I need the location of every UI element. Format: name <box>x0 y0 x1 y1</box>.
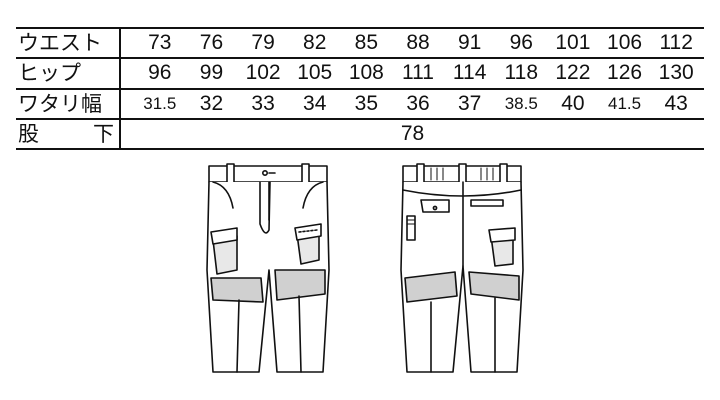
table-cell: 37 <box>457 92 482 115</box>
table-cell: 118 <box>504 61 538 84</box>
table-cell: 85 <box>354 31 379 54</box>
table-cell: 99 <box>199 61 224 84</box>
table-cell: 112 <box>659 31 693 54</box>
table-cell: 76 <box>199 31 224 54</box>
inseam-label-first: 股 <box>18 122 39 146</box>
table-divider <box>119 27 121 150</box>
table-rule <box>16 27 704 29</box>
table-cell: 108 <box>348 61 384 84</box>
table-cell: 106 <box>607 31 643 54</box>
table-cell: 130 <box>658 61 694 84</box>
row-label-inseam: 股 下 <box>18 119 114 149</box>
table-row-hip: ヒップ 96 99 102 105 108 111 114 118 122 12… <box>16 58 704 88</box>
table-row-inseam: 股 下 78 <box>16 119 704 149</box>
table-cell: 91 <box>457 31 482 54</box>
table-rule <box>16 118 704 120</box>
table-cell: 101 <box>555 31 591 54</box>
table-cell: 41.5 <box>607 94 642 113</box>
table-cell: 102 <box>245 61 281 84</box>
row-label-waist: ウエスト <box>18 31 102 55</box>
table-cell: 79 <box>251 31 275 54</box>
size-table: ウエスト 73 76 79 82 85 88 91 96 101 106 112… <box>16 27 704 150</box>
table-cell: 105 <box>297 61 333 84</box>
table-cell: 88 <box>406 31 430 54</box>
table-cell: 96 <box>509 31 533 54</box>
inseam-label-second: 下 <box>93 122 114 146</box>
table-cell: 40 <box>561 92 585 115</box>
table-rule <box>16 88 704 90</box>
table-cell: 114 <box>452 61 487 84</box>
table-row-waist: ウエスト 73 76 79 82 85 88 91 96 101 106 112 <box>16 28 704 58</box>
table-cell: 122 <box>555 61 591 84</box>
table-cell: 33 <box>251 92 275 115</box>
table-cell: 36 <box>406 92 430 115</box>
table-cell: 126 <box>607 61 643 84</box>
table-cell: 82 <box>303 31 327 54</box>
table-cell: 31.5 <box>143 94 177 113</box>
table-cell: 34 <box>303 92 327 115</box>
pants-front-icon <box>206 163 330 373</box>
table-cell: 43 <box>664 92 688 115</box>
table-cell: 96 <box>148 61 172 84</box>
table-rule <box>16 148 704 150</box>
row-label-hip: ヒップ <box>18 61 81 85</box>
table-cell: 111 <box>402 61 434 84</box>
table-cell: 73 <box>148 31 172 54</box>
inseam-value: 78 <box>400 122 425 145</box>
table-cell: 32 <box>199 92 224 115</box>
table-rule <box>16 57 704 59</box>
table-row-thigh: ワタリ幅 31.5 32 33 34 35 36 37 38.5 40 41.5… <box>16 89 704 119</box>
pants-back-icon <box>400 163 524 373</box>
table-cell: 38.5 <box>504 94 538 113</box>
row-label-thigh: ワタリ幅 <box>18 92 102 116</box>
table-cell: 35 <box>354 92 379 115</box>
